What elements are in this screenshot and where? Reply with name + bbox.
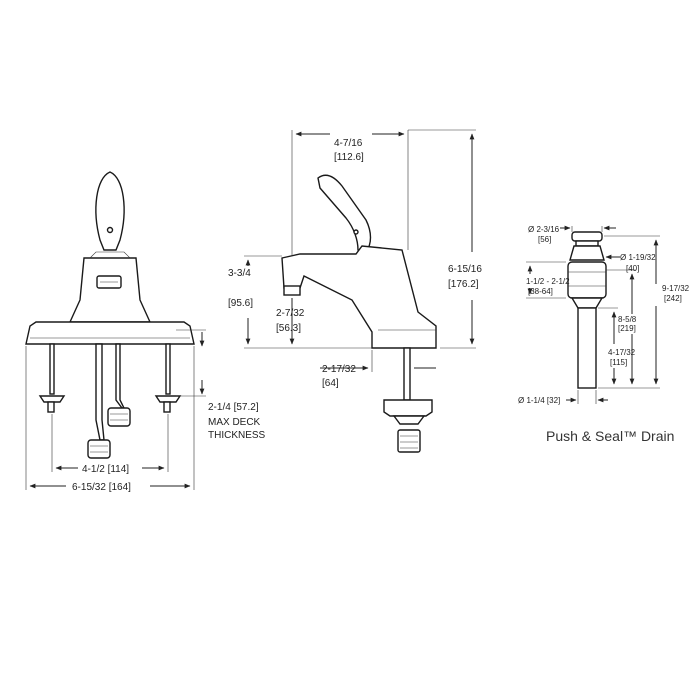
flange-dia-mm: [40] xyxy=(626,264,639,273)
range-dim-mm: [38-64] xyxy=(528,287,553,296)
faucet-lever xyxy=(317,174,372,253)
center-spacing-dim: 4-1/2 [114] xyxy=(82,464,129,475)
aerator-height-dim-in: 2-7/32 xyxy=(276,308,305,319)
spout-height-dim-in: 3-3/4 xyxy=(228,268,251,279)
overall-dim-in: 9-17/32 xyxy=(662,284,690,293)
mounting-nut xyxy=(383,399,433,417)
drain-view: Ø 2-3/16 [56] Ø 1-19/32 [40] 1-1/2 - 2-1… xyxy=(518,225,690,444)
tail-dim-mm: [219] xyxy=(618,324,636,333)
faucet-body xyxy=(68,257,152,323)
right-shank xyxy=(165,343,171,395)
drain-body xyxy=(567,261,607,299)
cap-dia-in: Ø 2-3/16 xyxy=(528,225,560,234)
side-coupling xyxy=(397,429,421,453)
front-view: 2-1/4 [57.2] MAX DECK THICKNESS 4-1/2 [1… xyxy=(25,171,266,493)
base-dim-in: 2-17/32 xyxy=(322,364,356,375)
deck-label-line2: THICKNESS xyxy=(208,430,266,441)
drain-tailpiece xyxy=(577,307,597,389)
deck-plate xyxy=(25,321,195,345)
flange-dia-in: Ø 1-19/32 xyxy=(620,253,656,262)
left-shank xyxy=(49,343,55,395)
drain-flange xyxy=(569,245,605,261)
faucet-spout xyxy=(281,245,437,349)
supply-line-left xyxy=(95,343,105,441)
lower-dim-in: 4-17/32 xyxy=(608,348,636,357)
reach-dim-mm: [112.6] xyxy=(334,152,364,163)
reach-dim-in: 4-7/16 xyxy=(334,138,363,149)
drain-caption: Push & Seal™ Drain xyxy=(546,428,674,444)
side-view: 4-7/16 [112.6] 6-15/16 [176.2] 3-3/4 [95… xyxy=(228,129,482,453)
height-dim-in: 6-15/16 xyxy=(448,264,482,275)
base-dim-mm: [64] xyxy=(322,378,339,389)
tail-dim-in: 8-5/8 xyxy=(618,315,637,324)
cap-dia-mm: [56] xyxy=(538,235,551,244)
side-aerator xyxy=(283,285,301,296)
aerator-height-dim-mm: [56.3] xyxy=(276,323,301,334)
range-dim-in: 1-1/2 - 2-1/2 xyxy=(526,277,570,286)
overall-width-dim: 6-15/32 [164] xyxy=(72,482,131,493)
side-shank xyxy=(403,347,411,401)
supply-line-right xyxy=(115,343,126,409)
lower-dim-mm: [115] xyxy=(610,358,627,367)
faucet-handle xyxy=(95,171,125,251)
handle-screw xyxy=(106,226,114,234)
deck-label-line1: MAX DECK xyxy=(208,417,261,428)
spout-height-dim-mm: [95.6] xyxy=(228,298,253,309)
deck-thickness-dim: 2-1/4 [57.2] xyxy=(208,402,259,413)
pipe-dia-dim: Ø 1-1/4 [32] xyxy=(518,396,560,405)
overall-dim-mm: [242] xyxy=(664,294,682,303)
drain-cap xyxy=(571,231,603,242)
height-dim-mm: [176.2] xyxy=(448,279,479,290)
